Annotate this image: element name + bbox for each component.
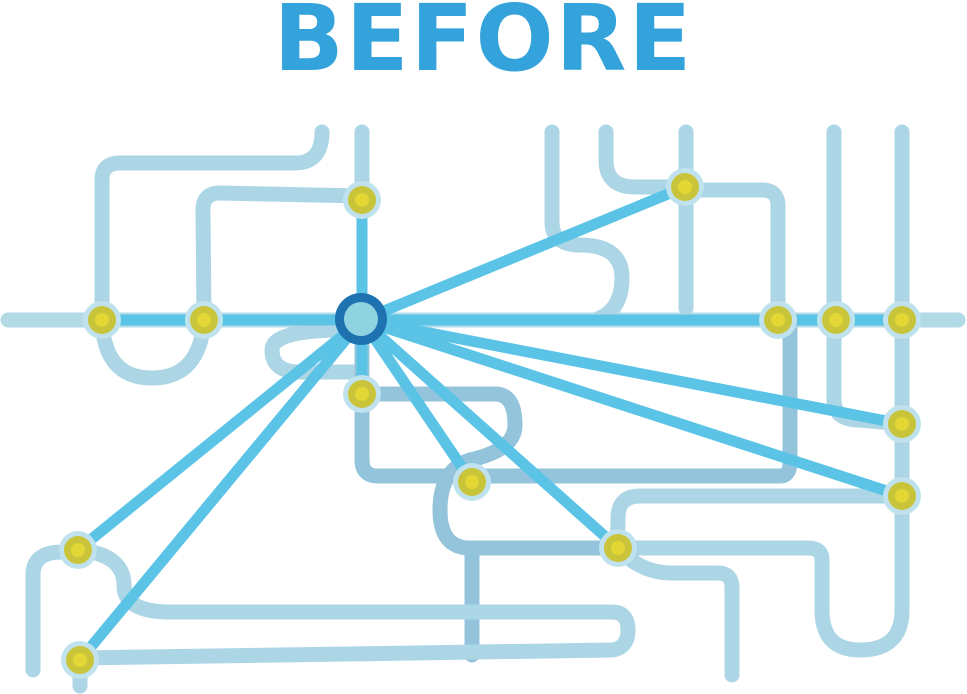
- bg-bottom-left-arc: [94, 312, 212, 386]
- bg-hub-to-lower-box: [354, 312, 798, 484]
- node-n3: [343, 181, 381, 219]
- bg-small-loop: [264, 322, 370, 380]
- connection-to-n12: [74, 314, 368, 666]
- connection-to-n9: [356, 314, 908, 430]
- bg-top-right-box: [678, 182, 786, 328]
- node-n12: [61, 641, 99, 679]
- connection-to-n8: [356, 314, 624, 554]
- connection-to-n4: [356, 181, 691, 326]
- connection-to-n7: [356, 314, 478, 488]
- central-hub: [335, 293, 387, 345]
- bg-top-hook: [598, 124, 693, 195]
- bg-lower-box-top: [354, 386, 620, 556]
- node-n9: [883, 405, 921, 443]
- node-n4: [666, 168, 704, 206]
- node-n5: [759, 301, 797, 339]
- bg-lower-right-drop: [610, 540, 740, 683]
- bg-inner-left-loop: [195, 185, 370, 328]
- background-lines: [0, 124, 966, 694]
- connection-to-n10: [356, 314, 908, 502]
- node-n1: [83, 301, 121, 339]
- bg-top-left-loop: [94, 124, 330, 328]
- node-n10: [883, 477, 921, 515]
- node-n8: [599, 529, 637, 567]
- nodes: [59, 168, 921, 679]
- bg-right-lower-box: [604, 488, 910, 556]
- node-n6: [343, 375, 381, 413]
- node-n11: [59, 531, 97, 569]
- node-n14: [883, 301, 921, 339]
- bg-bottom-left-loop: [72, 542, 636, 666]
- node-n7: [453, 463, 491, 501]
- bg-vertical-833: [826, 124, 910, 432]
- node-n13: [817, 301, 855, 339]
- bg-vertical-902: [604, 124, 910, 658]
- node-n2: [185, 301, 223, 339]
- connection-to-n11: [72, 314, 368, 556]
- before-heading: BEFORE: [273, 0, 694, 92]
